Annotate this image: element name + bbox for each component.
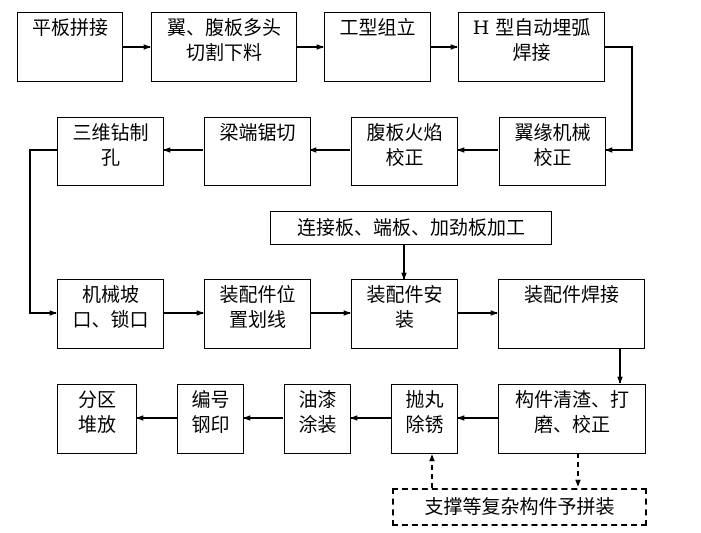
node-label-line: 连接板、端板、加劲板加工 [296, 217, 525, 239]
node-label-line: 翼、腹板多头 [166, 17, 281, 39]
node-plate-splicing: 平板拼接 [17, 12, 123, 82]
node-fitting-welding: 装配件焊接 [498, 279, 645, 349]
node-shot-blasting: 抛丸 除锈 [391, 384, 458, 454]
node-painting: 油漆 涂装 [284, 384, 351, 454]
node-flange-web-cutting: 翼、腹板多头 切割下料 [151, 12, 297, 82]
node-label-line: 编号 [191, 389, 230, 411]
arrow-n4-n5 [605, 46, 633, 153]
node-label-line: 装配件位 [219, 284, 296, 306]
node-zoned-stacking: 分区 堆放 [57, 384, 137, 454]
node-label-line: 口、锁口 [72, 309, 149, 331]
node-label-line: 构件清渣、打 [514, 389, 629, 411]
node-h-beam-saw-welding: H 型自动埋弧 焊接 [458, 12, 605, 82]
node-label-line: 校正 [385, 147, 424, 169]
node-label-line: 三维钻制 [72, 122, 149, 144]
arrow-n8-n10 [29, 149, 57, 316]
node-label-line: 切割下料 [185, 42, 262, 64]
node-label-line: 除锈 [405, 414, 444, 436]
node-mechanical-beveling: 机械坡 口、锁口 [57, 279, 164, 349]
node-label-line: 焊接 [512, 42, 551, 64]
node-label-line: 孔 [100, 147, 120, 169]
node-plate-processing: 连接板、端板、加劲板加工 [270, 211, 552, 245]
node-label-line: 涂装 [298, 414, 337, 436]
node-label-line: 梁端锯切 [219, 122, 296, 144]
node-label-line: 置划线 [228, 309, 286, 331]
node-label-line: 油漆 [298, 389, 337, 411]
node-label-line: 抛丸 [405, 389, 444, 411]
node-label-line: 腹板火焰 [366, 122, 443, 144]
node-label-line: 堆放 [77, 414, 116, 436]
node-label-line: 装 [394, 309, 414, 331]
node-label-line: 平板拼接 [31, 17, 108, 39]
node-label-line: 工型组立 [339, 17, 416, 39]
node-label-line: 磨、校正 [533, 414, 610, 436]
node-fitting-installation: 装配件安 装 [351, 279, 458, 349]
node-label-line: H 型自动埋弧 [472, 17, 591, 39]
node-beam-end-sawing: 梁端锯切 [204, 117, 311, 186]
node-3d-drilling: 三维钻制 孔 [57, 117, 164, 186]
node-label-line: 分区 [77, 389, 116, 411]
node-label-line: 机械坡 [81, 284, 139, 306]
node-cleaning-grinding: 构件清渣、打 磨、校正 [498, 384, 646, 454]
node-flange-mechanical-correction: 翼缘机械 校正 [499, 117, 606, 186]
node-web-flame-correction: 腹板火焰 校正 [351, 117, 458, 186]
node-label-line: 支撑等复杂构件予拼装 [424, 496, 615, 518]
node-label-line: 翼缘机械 [514, 122, 591, 144]
node-label-line: 装配件安 [366, 284, 443, 306]
node-label-line: 装配件焊接 [523, 284, 619, 306]
node-fitting-marking: 装配件位 置划线 [204, 279, 311, 349]
node-pre-assembly: 支撑等复杂构件予拼装 [392, 488, 647, 526]
node-label-line: 钢印 [191, 414, 230, 436]
node-i-beam-assembly: 工型组立 [324, 12, 431, 82]
node-numbering-stamping: 编号 钢印 [177, 384, 244, 454]
node-label-line: 校正 [533, 147, 572, 169]
